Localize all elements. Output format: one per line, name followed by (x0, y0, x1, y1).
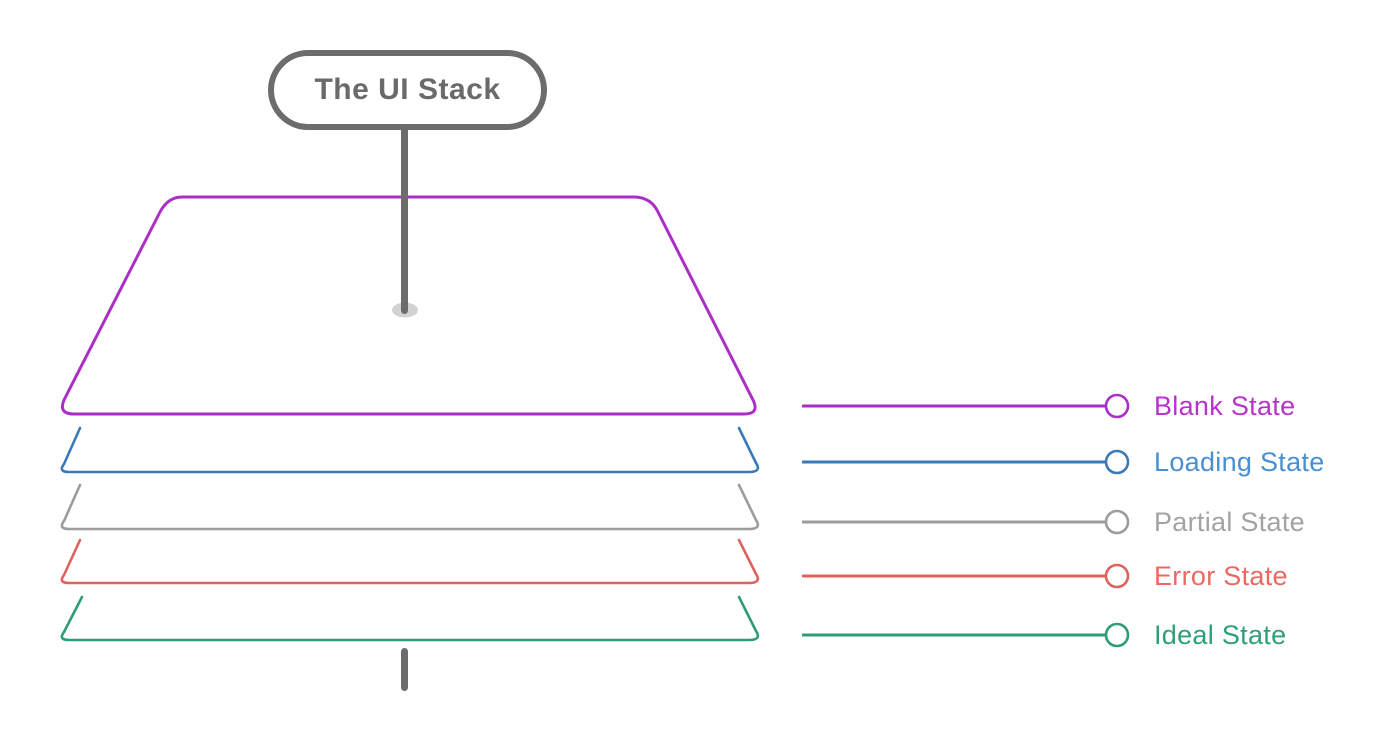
legend-connector (802, 393, 1130, 419)
loading-state-layer (60, 426, 760, 474)
circle-marker-icon (1104, 622, 1130, 648)
blank-state-layer (61, 195, 757, 416)
diagram-title: The UI Stack (314, 73, 501, 106)
legend-label: Ideal State (1154, 619, 1287, 650)
title-pill: The UI Stack (268, 50, 547, 130)
partial-state-layer (60, 483, 760, 531)
circle-marker-icon (1104, 449, 1130, 475)
legend-item-partial-state: Partial State (802, 505, 1305, 539)
connector-line-bottom (401, 648, 408, 691)
circle-marker-icon (1104, 393, 1130, 419)
legend-connector (802, 449, 1130, 475)
error-state-layer (60, 538, 760, 585)
legend-label: Blank State (1154, 390, 1296, 421)
legend-label: Error State (1154, 560, 1288, 591)
ideal-state-layer (60, 595, 760, 642)
circle-marker-icon (1104, 563, 1130, 589)
legend-connector (802, 563, 1130, 589)
legend-item-blank-state: Blank State (802, 389, 1295, 423)
legend-connector (802, 509, 1130, 535)
legend-label: Loading State (1154, 446, 1325, 477)
legend-item-ideal-state: Ideal State (802, 618, 1286, 652)
legend-item-error-state: Error State (802, 559, 1288, 593)
legend-item-loading-state: Loading State (802, 445, 1325, 479)
connector-line-top (401, 124, 408, 314)
legend-connector (802, 622, 1130, 648)
circle-marker-icon (1104, 509, 1130, 535)
legend-label: Partial State (1154, 506, 1305, 537)
